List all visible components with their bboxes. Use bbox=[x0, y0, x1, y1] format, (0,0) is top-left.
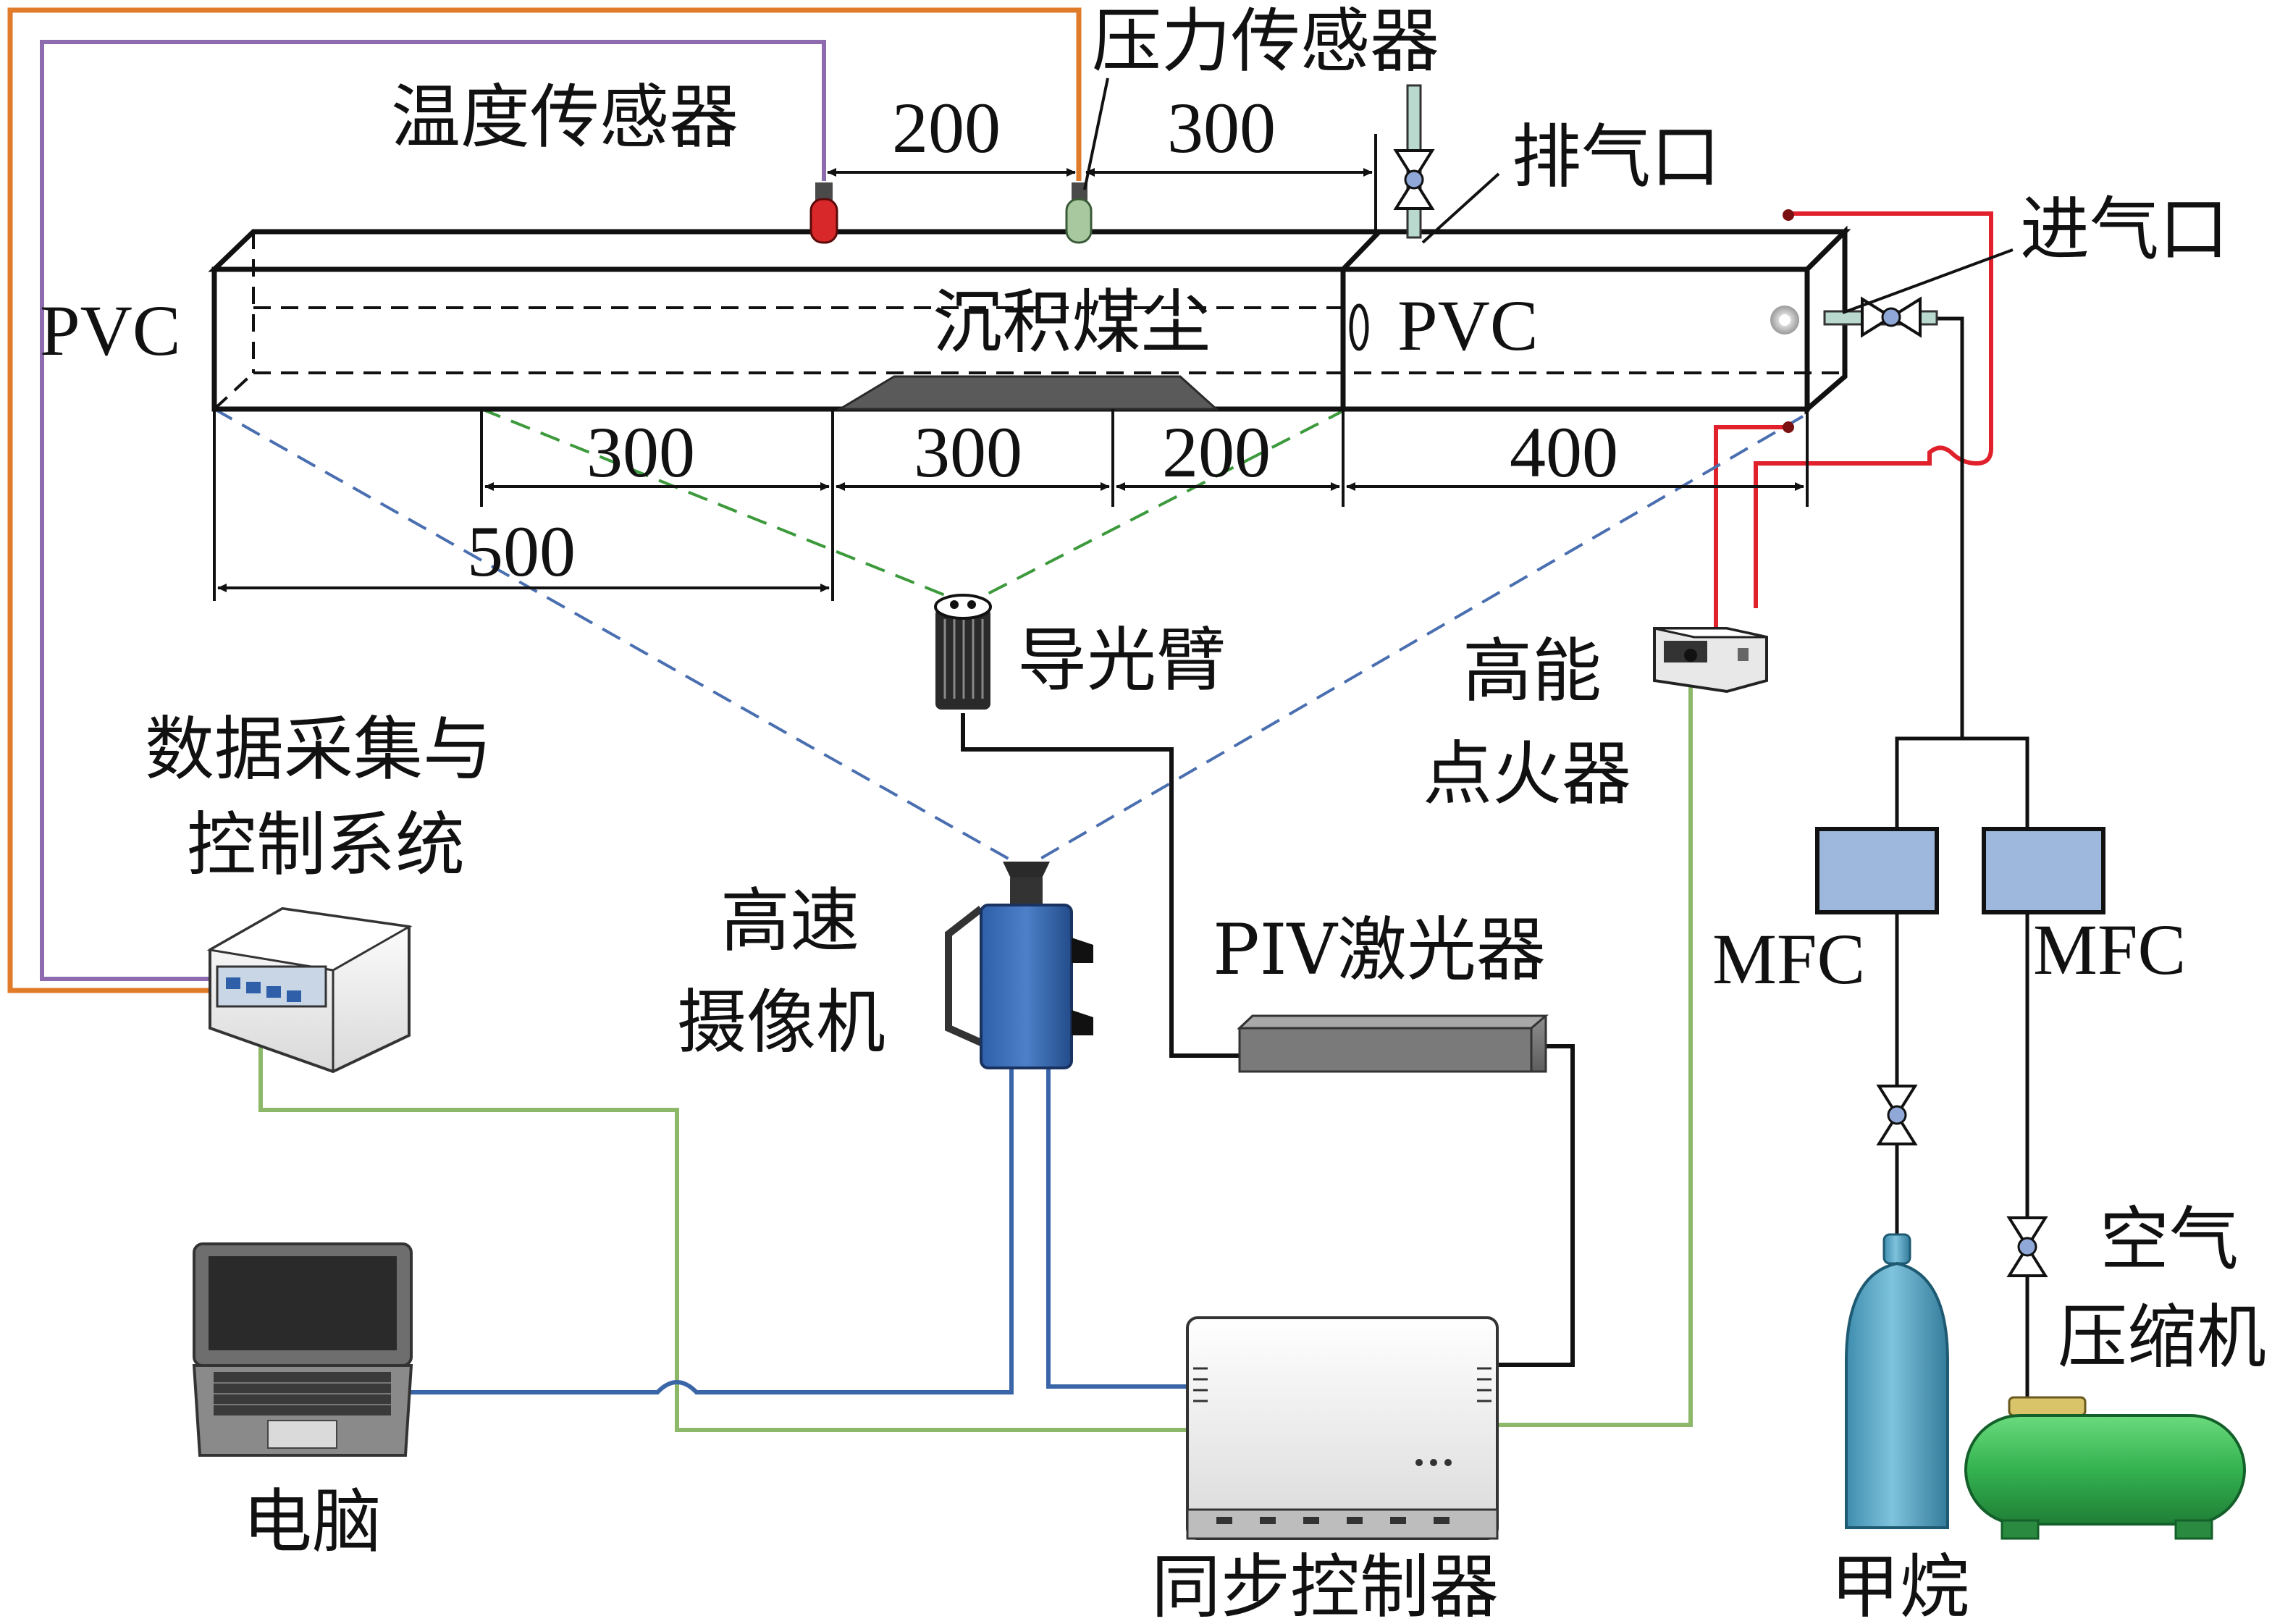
light-arm-label: 导光臂 bbox=[1017, 620, 1226, 701]
data-acquisition-system bbox=[206, 906, 413, 1074]
light-arm-fiber bbox=[961, 713, 1240, 1058]
laser-to-sync-wire bbox=[1497, 1044, 1575, 1367]
air-valve bbox=[2006, 1216, 2048, 1277]
dim-top-300: 300 bbox=[1167, 88, 1276, 168]
electrode-bottom bbox=[1783, 421, 1794, 433]
air-compressor bbox=[1964, 1396, 2246, 1540]
mfc-box-methane bbox=[1815, 827, 1939, 914]
temp-sensor-label: 温度传感器 bbox=[391, 77, 739, 158]
pressure-sensor bbox=[1065, 182, 1093, 244]
coal-dust-label: 沉积煤尘 bbox=[933, 282, 1211, 363]
green-daq-to-sync-wire bbox=[258, 999, 1187, 1432]
blue-camera-sync-wire bbox=[1046, 1068, 1187, 1389]
dim-bottom-300-a: 300 bbox=[586, 412, 695, 492]
duct-hidden-edges bbox=[213, 232, 1845, 411]
methane-cylinder bbox=[1845, 1233, 1949, 1529]
green-sync-to-ignitor-wire bbox=[1495, 660, 1693, 1427]
high-energy-ignitor bbox=[1653, 627, 1768, 694]
light-arm bbox=[934, 594, 992, 710]
methane-valve bbox=[1876, 1085, 1918, 1145]
mfc-box-air bbox=[1982, 827, 2105, 914]
coal-dust-layer bbox=[836, 375, 1219, 411]
ignitor-label-2: 点火器 bbox=[1423, 733, 1631, 815]
pvc-window bbox=[1349, 303, 1369, 351]
gas-main-line bbox=[1937, 316, 1964, 739]
camera-label-2: 摄像机 bbox=[677, 982, 885, 1063]
air-label-2: 压缩机 bbox=[2058, 1297, 2266, 1378]
purple-signal-wire bbox=[40, 40, 826, 981]
exhaust-pointer bbox=[1421, 172, 1500, 244]
mfc-left-label: MFC bbox=[1712, 919, 1865, 999]
camera-label-1: 高速 bbox=[720, 880, 859, 962]
ignitor-label-1: 高能 bbox=[1463, 631, 1602, 712]
pressure-sensor-pointer bbox=[1083, 77, 1109, 190]
pressure-sensor-label: 压力传感器 bbox=[1092, 1, 1439, 82]
dimension-lines bbox=[213, 134, 1809, 601]
air-label-1: 空气 bbox=[2100, 1199, 2239, 1280]
orange-signal-wire bbox=[7, 7, 1082, 993]
synchronous-controller bbox=[1186, 1316, 1499, 1540]
daq-label-1: 数据采集与 bbox=[145, 709, 492, 790]
red-ignition-wire-2 bbox=[1714, 425, 1792, 637]
dim-top-200: 200 bbox=[892, 88, 1001, 168]
inlet-pipe bbox=[1823, 296, 1938, 338]
pvc-left-label: PVC bbox=[40, 290, 181, 371]
piv-laser bbox=[1237, 1014, 1549, 1073]
dim-bottom-200: 200 bbox=[1162, 412, 1271, 492]
inlet-label: 进气口 bbox=[2020, 189, 2229, 270]
camera-field-of-view bbox=[214, 408, 1804, 863]
exhaust-label: 排气口 bbox=[1512, 117, 1720, 198]
high-speed-camera bbox=[945, 862, 1093, 1069]
daq-label-2: 控制系统 bbox=[187, 804, 465, 885]
dim-bottom-400: 400 bbox=[1510, 412, 1618, 492]
laptop-computer bbox=[192, 1242, 413, 1457]
electrode-top bbox=[1783, 209, 1794, 221]
temperature-sensor bbox=[809, 182, 838, 244]
light-sheet-lines bbox=[481, 408, 1347, 602]
mfc-right-label: MFC bbox=[2033, 909, 2186, 990]
dim-bottom-500: 500 bbox=[467, 511, 576, 592]
inlet-pointer bbox=[1842, 248, 2014, 314]
gas-split-line bbox=[1895, 736, 2029, 829]
sync-controller-label: 同步控制器 bbox=[1151, 1547, 1499, 1624]
piv-laser-label: PIV激光器 bbox=[1213, 909, 1546, 990]
exhaust-pipe bbox=[1393, 84, 1435, 239]
pvc-right-label: PVC bbox=[1397, 285, 1539, 366]
methane-label: 甲烷 bbox=[1830, 1547, 1969, 1624]
dim-bottom-300-b: 300 bbox=[914, 412, 1022, 492]
computer-label: 电脑 bbox=[243, 1481, 382, 1562]
blue-computer-wire bbox=[395, 1068, 1014, 1394]
